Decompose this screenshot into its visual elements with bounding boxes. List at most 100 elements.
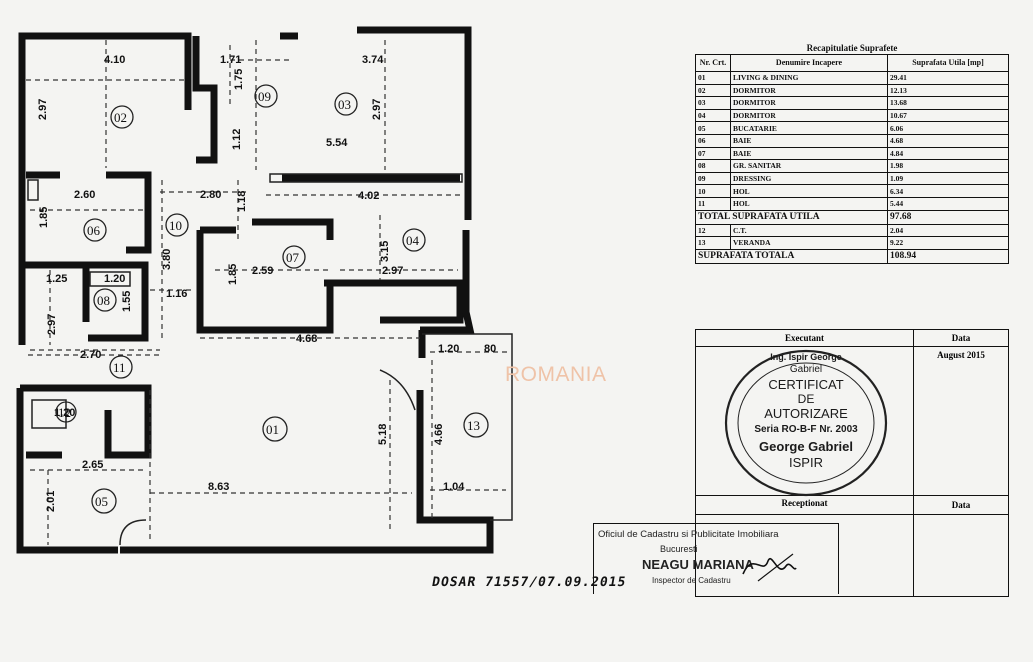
dim-label: 3.74	[362, 54, 384, 66]
svg-text:04: 04	[406, 233, 420, 248]
ocpi-line: Inspector de Cadastru	[652, 576, 731, 585]
dim-label: 2.65	[82, 459, 103, 471]
stamp-line: Ing. Ispir George	[770, 352, 842, 362]
dim-label: 2.97	[46, 314, 58, 335]
interior-details	[26, 40, 513, 546]
dim-label: 1.85	[38, 207, 50, 228]
dim-label: 1.20	[438, 343, 459, 355]
dim-label: 2.60	[74, 189, 95, 201]
dim-label: 4.66	[433, 424, 445, 445]
room-label: 09	[254, 84, 278, 108]
svg-text:06: 06	[87, 223, 101, 238]
room-label: 02	[110, 105, 134, 129]
header-name: Denumire Incapere	[730, 54, 888, 72]
data2-label: Data	[951, 500, 971, 510]
ocpi-line: Bucuresti	[660, 544, 698, 554]
stamp-circle	[724, 349, 888, 497]
room-label: 13	[463, 412, 489, 438]
dim-label: 1.18	[236, 191, 248, 212]
dim-label: 1.75	[233, 69, 245, 90]
svg-text:07: 07	[286, 250, 300, 265]
dim-label: 1.71	[220, 54, 241, 66]
dim-label: 2.97	[382, 265, 403, 277]
dim-label: 5.54	[326, 137, 348, 149]
svg-text:01: 01	[266, 422, 279, 437]
dim-label: 1.16	[166, 288, 187, 300]
svg-text:09: 09	[258, 89, 271, 104]
recap-table: Recapitulatie Suprafete Nr. Crt. Denumir…	[695, 42, 1009, 264]
room-label: 10	[165, 213, 189, 237]
dim-label: 8.63	[208, 481, 229, 493]
dim-label: 1.20	[54, 407, 75, 419]
ocpi-line: NEAGU MARIANA	[642, 557, 754, 572]
svg-text:13: 13	[467, 418, 480, 433]
room-label: 01	[262, 416, 288, 442]
room-label: 07	[282, 245, 306, 269]
room-label: 08	[93, 288, 117, 312]
executant-label: Executant	[785, 333, 824, 343]
authorization-stamp: Ing. Ispir George Gabriel CERTIFICAT DE …	[722, 346, 890, 498]
data-label: Data	[951, 333, 971, 343]
dim-label: 1.04	[443, 481, 465, 493]
stamp-line: DE	[797, 392, 815, 406]
svg-text:05: 05	[95, 494, 108, 509]
dim-label: 3.80	[161, 249, 173, 270]
dim-label: 4.68	[296, 333, 317, 345]
room-label: 06	[83, 218, 107, 242]
dim-label: 4.10	[104, 54, 125, 66]
table-header: Nr. Crt. Denumire Incapere Suprafata Uti…	[695, 54, 1009, 72]
dosar-number: DOSAR 71557/07.09.2015	[430, 575, 628, 590]
header-nr: Nr. Crt.	[695, 54, 731, 72]
total-useful-value: 97.68	[887, 209, 1009, 225]
stamp-line: ISPIR	[789, 455, 823, 470]
dim-label: 3.15	[379, 241, 391, 262]
dim-label: 2.70	[80, 349, 101, 361]
svg-text:10: 10	[169, 218, 182, 233]
ocpi-stamp: Oficiul de Cadastru si Publicitate Imobi…	[593, 523, 839, 594]
recap-title: Recapitulatie Suprafete	[806, 43, 898, 53]
dim-label: 1.12	[231, 129, 243, 150]
svg-text:02: 02	[114, 110, 127, 125]
date-value: August 2015	[937, 350, 985, 360]
dim-label: 2.01	[45, 491, 57, 512]
dim-label: 80	[484, 343, 496, 355]
stamp-line: CERTIFICAT	[768, 377, 844, 392]
ocpi-line: Oficiul de Cadastru si Publicitate Imobi…	[598, 529, 779, 540]
total-value: 108.94	[887, 248, 1009, 264]
room-labels: 02 09 03 06 10 07 04 08 11 01 13 05 12	[55, 84, 489, 514]
room-label: 03	[334, 92, 358, 116]
dim-label: 2.59	[252, 265, 273, 277]
svg-text:12: 12	[58, 405, 71, 420]
header-area: Suprafata Utila [mp]	[887, 54, 1009, 72]
receptionat-label: Receptionat	[781, 498, 828, 508]
total-row: SUPRAFATA TOTALA 108.94	[695, 248, 1009, 264]
dim-label: 2.97	[37, 99, 49, 120]
dimension-labels: 4.10 1.71 3.74 1.75 2.97 2.97 1.12 5.54 …	[37, 54, 496, 512]
total-label: SUPRAFATA TOTALA	[695, 248, 888, 264]
room-label: 04	[402, 228, 426, 252]
executant-block: Executant Data August 2015 Receptionat D…	[695, 329, 1009, 597]
svg-text:03: 03	[338, 97, 351, 112]
total-useful-label: TOTAL SUPRAFATA UTILA	[695, 209, 888, 225]
stamp-line: Seria RO-B-F Nr. 2003	[754, 424, 858, 435]
dim-label: 4.02	[358, 190, 379, 202]
dim-label: 2.80	[200, 189, 221, 201]
svg-text:08: 08	[97, 293, 110, 308]
walls	[16, 26, 494, 554]
signature-icon	[742, 553, 797, 582]
dim-label: 1.55	[121, 291, 133, 312]
dim-label: 1.85	[227, 264, 239, 285]
